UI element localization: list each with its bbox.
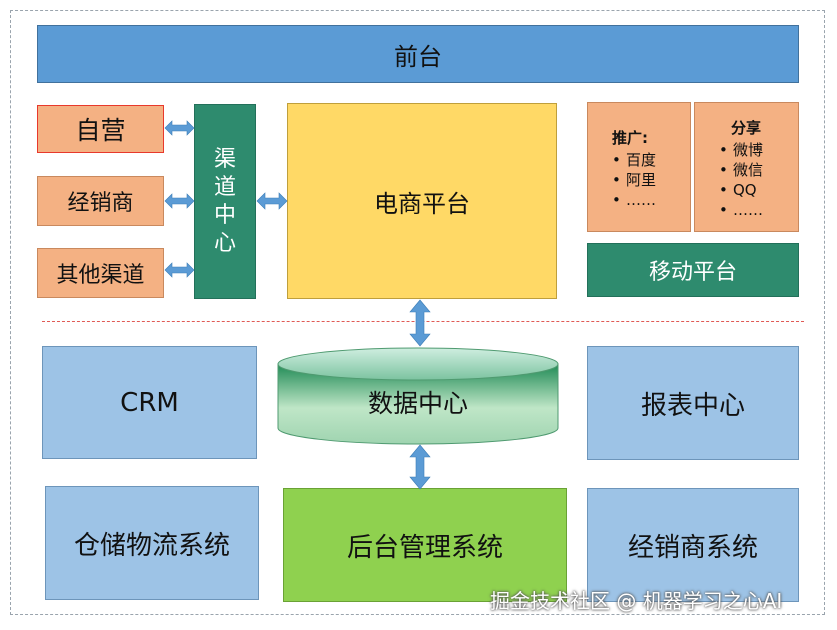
channel-center-char: 道 xyxy=(213,174,236,200)
channel-distributor: 经销商 xyxy=(37,176,164,226)
promotion-panel: 推广: 百度 阿里 …… xyxy=(587,102,691,232)
share-item: QQ xyxy=(719,180,763,200)
report-center: 报表中心 xyxy=(587,346,799,460)
watermark-text: 掘金技术社区 @ 机器学习之心AI xyxy=(490,589,783,613)
outer-dashed-frame xyxy=(10,10,825,615)
ecommerce-platform: 电商平台 xyxy=(287,103,557,299)
promotion-title: 推广: xyxy=(612,129,648,147)
promotion-item: 百度 xyxy=(612,150,656,170)
mobile-platform: 移动平台 xyxy=(587,243,799,297)
share-item: 微信 xyxy=(719,160,763,180)
promotion-item: 阿里 xyxy=(612,170,656,190)
crm-box: CRM xyxy=(42,346,257,459)
distributor-system: 经销商系统 xyxy=(587,488,799,602)
channel-center: 渠 道 中 心 xyxy=(194,104,256,299)
warehouse-logistics-system: 仓储物流系统 xyxy=(45,486,259,600)
channel-center-char: 中 xyxy=(213,202,236,228)
layer-divider xyxy=(42,321,804,322)
front-bar: 前台 xyxy=(37,25,799,83)
channel-center-char: 心 xyxy=(213,230,236,256)
share-panel: 分享 微博 微信 QQ …… xyxy=(694,102,799,232)
channel-self-operated: 自营 xyxy=(37,105,164,153)
channel-other: 其他渠道 xyxy=(37,248,164,298)
promotion-item: …… xyxy=(612,190,656,210)
channel-center-char: 渠 xyxy=(213,146,236,172)
share-title: 分享 xyxy=(731,119,762,137)
share-item: 微博 xyxy=(719,140,763,160)
share-item: …… xyxy=(719,200,763,220)
